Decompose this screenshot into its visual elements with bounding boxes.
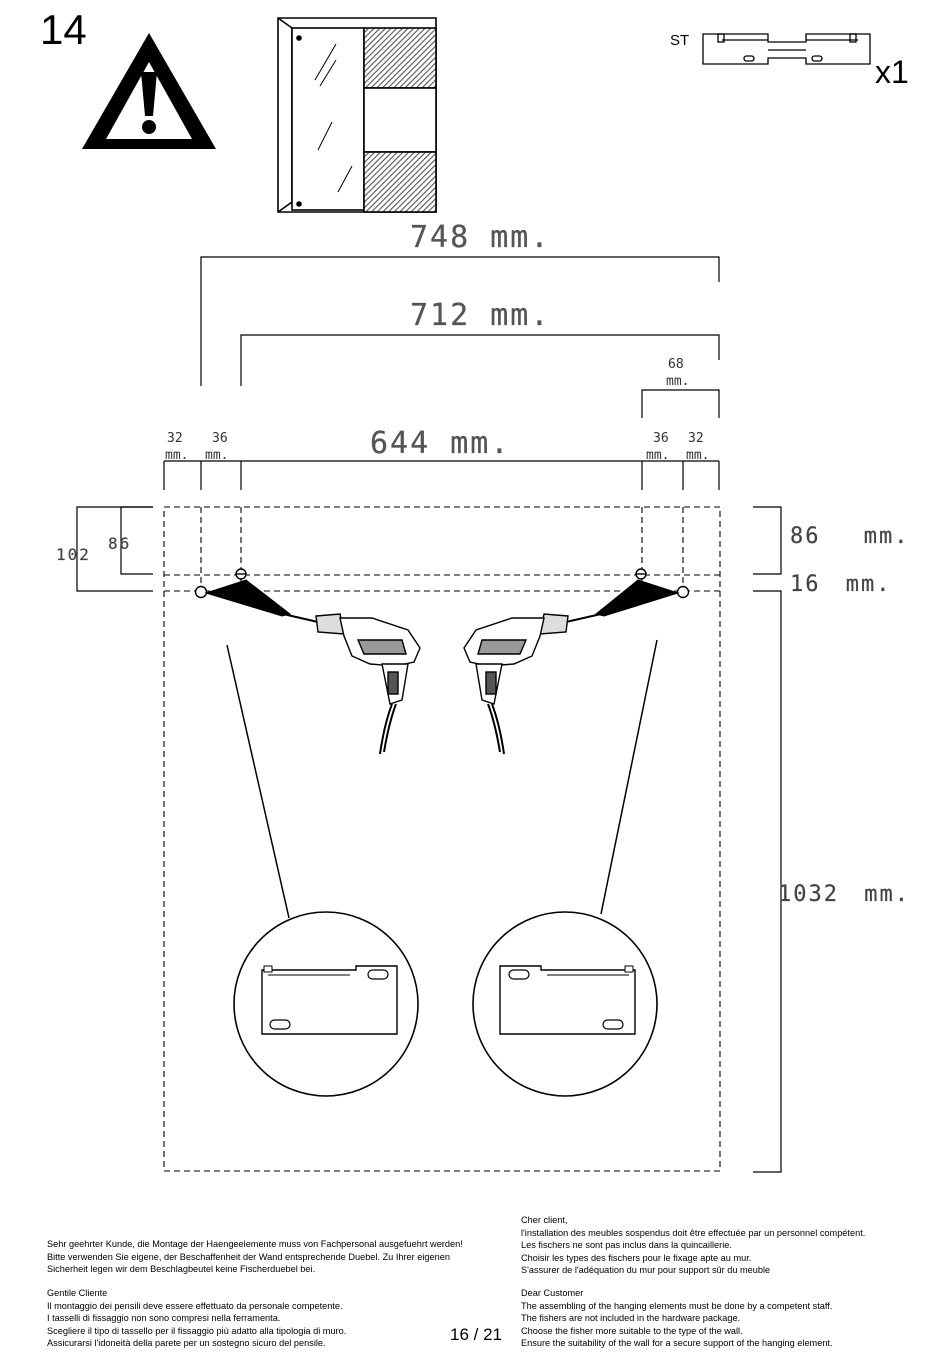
dimension-inner-width: 712 mm. [410,298,551,333]
dimension-right-top-value: 68 [668,357,684,372]
instruction-line: Sehr geehrter Kunde, die Montage der Hae… [47,1239,463,1249]
instruction-line: I tasselli di fissaggio non sono compres… [47,1313,281,1324]
hardware-kit-quantity: x1 [875,54,909,90]
dimension-right-top-unit: mm. [666,374,690,389]
instructions-german: Sehr geehrter Kunde, die Montage der Hae… [47,1238,463,1276]
dimension-right-outer-unit: mm. [686,448,710,463]
instruction-line: The fishers are not included in the hard… [521,1313,741,1324]
instruction-line: Choose the fisher more suitable to the t… [521,1325,743,1336]
dimension-left-outer-unit: mm. [165,448,189,463]
drill-icon-right [463,613,602,755]
dimension-hole-spacing: 644 mm. [370,426,511,461]
instruction-line: The assembling of the hanging elements m… [521,1300,833,1311]
drill-hole-right-lower [676,585,690,599]
dimension-top-depth: 86 mm. [790,524,910,549]
instructions-italian: Gentile Cliente Il montaggio dei pensili… [47,1287,346,1350]
instruction-line: l'installation des meubles sospendus doi… [521,1227,866,1238]
instruction-line: Choisir les types des fischers pour le f… [521,1252,752,1263]
cabinet-outline-dashed [163,506,721,1172]
dimension-left-height-outer: 102 [56,545,91,564]
instruction-line: Assicurarsi l'idoneità della parete per … [47,1338,326,1349]
dimension-right-inner-value: 36 [653,431,669,446]
instruction-line: Sicherheit legen wir dem Beschlagbeutel … [47,1264,316,1275]
instruction-line: S'assurer de l'adéquation du mur pour su… [521,1265,771,1276]
dimension-right-outer-value: 32 [688,431,704,446]
page-number: 16 / 21 [450,1325,502,1344]
instruction-line: Bitte verwenden Sie eigene, der Beschaff… [47,1251,450,1262]
dimension-left-inner-unit: mm. [205,448,229,463]
dimension-lines [76,256,782,1173]
hardware-kit-label: ST [670,32,690,49]
bracket-st-illustration [702,33,871,65]
instructions-french: Cher client, l'installation des meubles … [521,1214,865,1277]
drill-hole-left-lower [194,585,208,599]
dimension-overall-width: 748 mm. [410,220,551,255]
dimension-hole-row-gap: 16 mm. [790,572,892,597]
dimension-left-outer-value: 32 [167,431,183,446]
dimension-left-height-inner: 86 [108,534,132,553]
cabinet-illustration [277,17,437,213]
drill-direction-lines [204,579,680,617]
warning-icon [82,33,216,149]
instruction-line: Il montaggio dei pensili deve essere eff… [47,1300,343,1311]
instruction-line: Dear Customer [521,1288,584,1298]
dimension-left-inner-value: 36 [212,431,228,446]
detail-callout-lines [226,639,658,919]
instruction-line: Les fischers ne sont pas inclus dans la … [521,1240,732,1251]
bracket-detail-right [472,911,658,1097]
bracket-detail-left [233,911,419,1097]
drill-holes [194,568,690,599]
instruction-line: Cher client, [521,1215,568,1225]
step-number: 14 [40,6,87,53]
dimension-right-inner-unit: mm. [646,448,670,463]
instructions-english: Dear Customer The assembling of the hang… [521,1287,833,1350]
drill-icon-left [282,613,421,755]
instruction-line: Ensure the suitability of the wall for a… [521,1338,833,1349]
instruction-line: Scegliere il tipo di tassello per il fis… [47,1325,347,1336]
dimension-cabinet-height: 1032 mm. [778,882,910,907]
instruction-line: Gentile Cliente [47,1288,108,1298]
